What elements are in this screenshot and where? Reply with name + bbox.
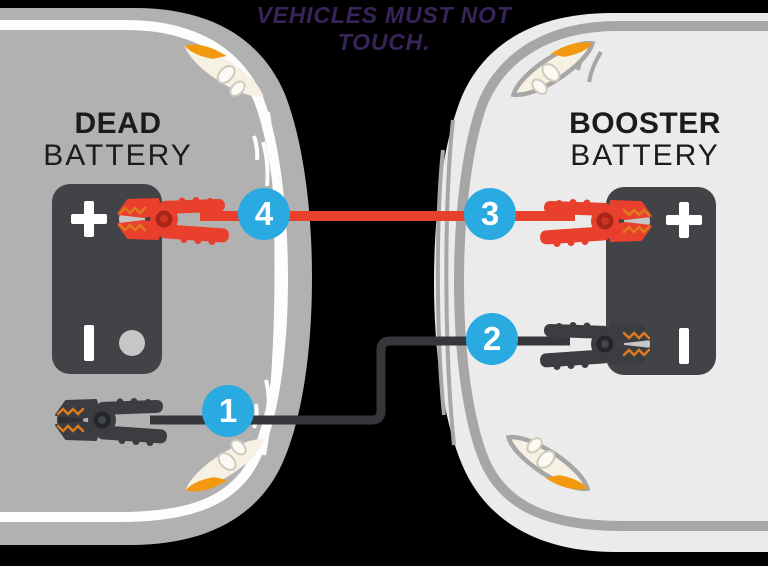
step-1-badge: 1 — [202, 385, 254, 437]
booster-vehicle-body — [434, 13, 768, 552]
red-jumper-clamp-icon — [117, 197, 229, 245]
headlight-icon — [185, 439, 265, 492]
booster-battery-label: BOOSTER BATTERY — [555, 108, 735, 171]
dead-battery-label-line2: BATTERY — [43, 138, 193, 172]
warning-title: VEHICLES MUST NOT TOUCH. — [214, 2, 554, 56]
warning-title-line1: VEHICLES MUST NOT — [256, 2, 512, 28]
booster-battery-label-line2: BATTERY — [570, 138, 720, 172]
step-4-badge: 4 — [238, 188, 290, 240]
positive-terminal-icon — [666, 202, 702, 238]
positive-terminal-icon — [71, 201, 107, 237]
headlight-icon — [510, 41, 596, 97]
headlight-icon — [184, 44, 264, 97]
negative-terminal-icon — [679, 328, 689, 364]
step-2-badge: 2 — [466, 313, 518, 365]
step-3-badge: 3 — [464, 188, 516, 240]
dead-battery-label-line1: DEAD — [74, 107, 162, 140]
booster-battery-label-line1: BOOSTER — [569, 107, 721, 140]
black-jumper-clamp-icon — [540, 322, 652, 370]
warning-title-line2: TOUCH. — [337, 29, 431, 56]
negative-terminal-icon — [84, 325, 94, 361]
black-jumper-clamp-icon — [55, 398, 167, 446]
dead-battery-label: DEAD BATTERY — [28, 108, 208, 171]
red-jumper-clamp-icon — [540, 199, 652, 247]
headlight-icon — [505, 435, 591, 491]
negative-jumper-cable — [150, 336, 570, 425]
